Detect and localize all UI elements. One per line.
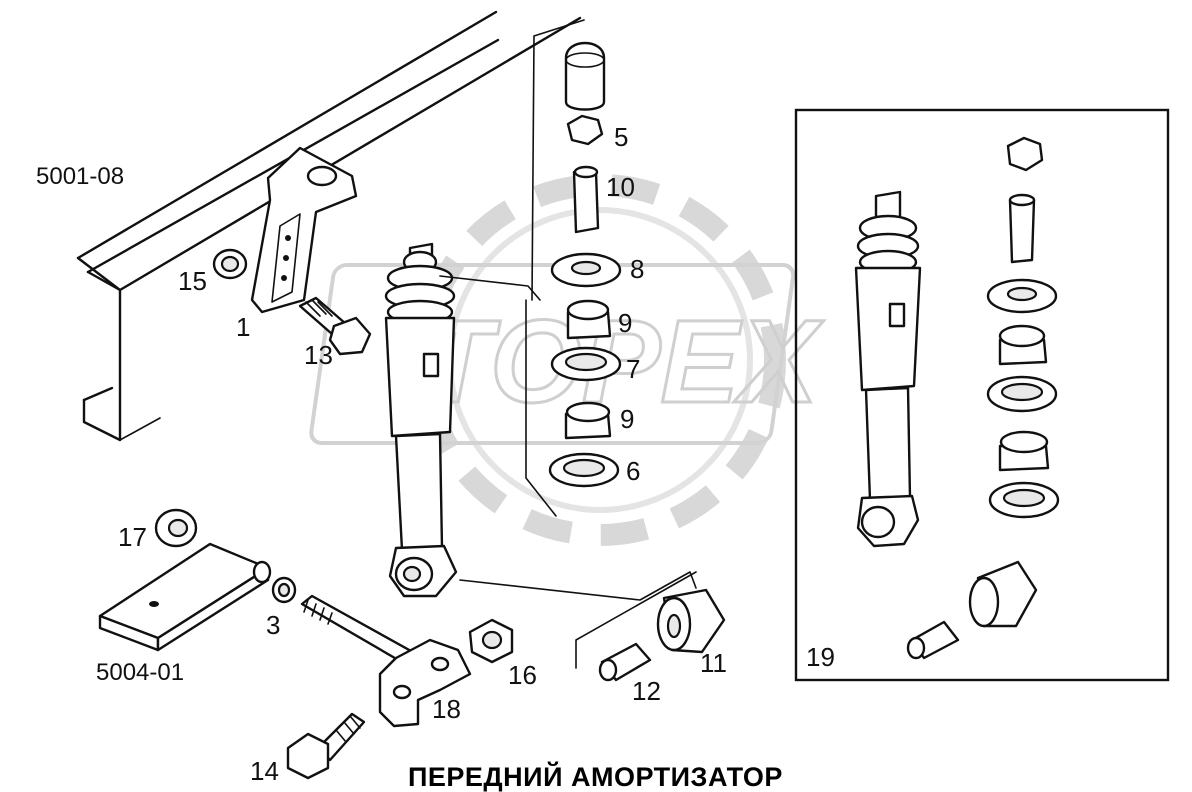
alt-bushing-2 (998, 430, 1050, 472)
alt-bushing-1 (998, 324, 1048, 366)
callout-17: 17 (118, 522, 147, 552)
callout-16: 16 (508, 660, 537, 690)
dust-cap (564, 41, 606, 111)
upper-bracket (250, 146, 358, 314)
callout-7: 7 (626, 354, 640, 384)
nut-16 (468, 618, 514, 664)
alt-bushing-large (968, 560, 1038, 628)
sleeve-10 (572, 165, 600, 234)
callout-13: 13 (304, 340, 333, 370)
callout-15: 15 (178, 266, 207, 296)
alt-nut (1006, 136, 1044, 172)
alt-sleeve (1008, 193, 1036, 264)
alt-washer-2 (986, 375, 1058, 413)
alt-washer-1 (986, 278, 1058, 314)
shock-absorber-alt (854, 190, 922, 548)
bushing-9a (566, 299, 612, 340)
callout-6: 6 (626, 456, 640, 486)
bolt-14 (286, 712, 366, 780)
bolt-13 (298, 296, 372, 356)
nut-15 (212, 248, 248, 280)
washer-6 (548, 452, 620, 488)
alternate-kit-box (794, 108, 1170, 682)
callout-19: 19 (806, 642, 835, 672)
alt-sleeve-small (906, 620, 960, 660)
callout-9a: 9 (618, 308, 632, 338)
spring-plate (98, 542, 272, 652)
callout-5: 5 (614, 122, 628, 152)
washer-7 (550, 346, 622, 382)
bushing-9b (564, 401, 612, 440)
alt-washer-3 (988, 481, 1060, 519)
lower-bracket-18 (378, 638, 472, 728)
callout-12: 12 (632, 676, 661, 706)
diagram-caption: ПЕРЕДНИЙ АМОРТИЗАТОР (408, 761, 783, 792)
callout-9b: 9 (620, 404, 634, 434)
nut-5 (566, 114, 604, 146)
callout-3: 3 (266, 610, 280, 640)
callout-10: 10 (606, 172, 635, 202)
callout-1: 1 (236, 312, 250, 342)
frame-reference: 5001-08 (36, 163, 124, 190)
callout-14: 14 (250, 756, 279, 786)
washer-17 (154, 508, 198, 548)
callout-18: 18 (432, 694, 461, 724)
shock-absorber-main (384, 242, 458, 598)
callout-8: 8 (630, 254, 644, 284)
watermark-logo-text: TOPEX (420, 296, 824, 428)
bushing-11 (656, 588, 726, 654)
washer-3 (271, 576, 297, 604)
callout-11: 11 (700, 648, 727, 678)
spring-reference: 5004-01 (96, 659, 184, 686)
washer-8 (550, 252, 622, 288)
sleeve-12 (598, 642, 652, 682)
